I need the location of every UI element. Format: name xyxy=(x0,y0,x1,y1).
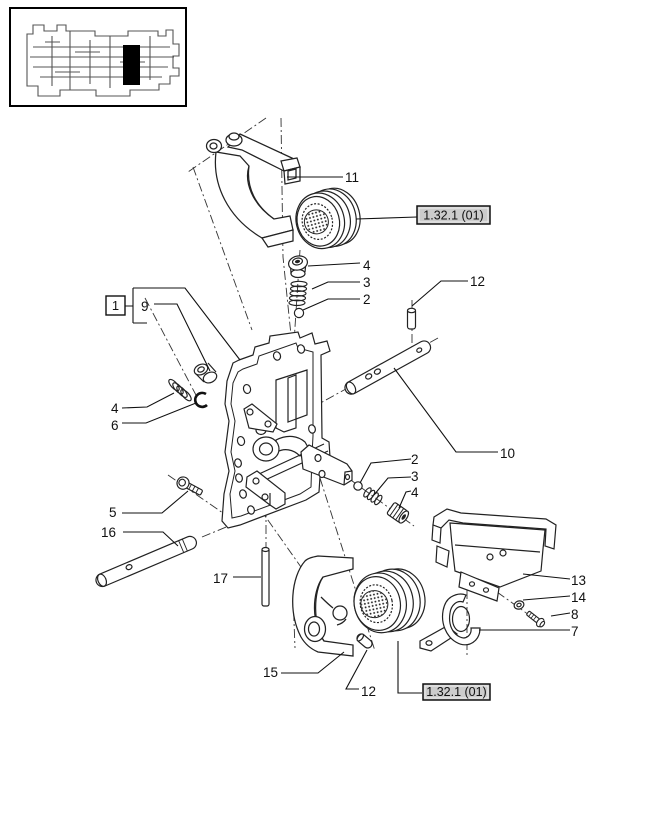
part-pin-bottom xyxy=(356,633,373,649)
reference-box-bottom[interactable]: 1.32.1 (01) xyxy=(422,683,491,701)
part-detent-ball-top xyxy=(293,307,305,319)
reference-box-top[interactable]: 1.32.1 (01) xyxy=(416,205,491,225)
callout-12-top[interactable]: 12 xyxy=(470,274,485,289)
highlighted-section xyxy=(123,45,140,85)
part-rod-17 xyxy=(261,546,270,607)
transmission-outline xyxy=(26,24,180,97)
callout-3-right[interactable]: 3 xyxy=(411,469,419,484)
part-snap-ring-6 xyxy=(193,391,208,409)
callout-3-top[interactable]: 3 xyxy=(363,275,371,290)
part-pin-top xyxy=(406,307,417,330)
part-detent-spring-top xyxy=(288,280,308,307)
callout-labels: 11 4 3 2 12 9 4 6 10 2 3 4 5 16 17 13 14… xyxy=(101,170,587,699)
part-sleeve-9 xyxy=(193,362,218,384)
part-bracket-13 xyxy=(431,508,557,602)
callout-12-bottom[interactable]: 12 xyxy=(361,684,376,699)
callout-2-top[interactable]: 2 xyxy=(363,292,371,307)
part-support-plate xyxy=(221,331,353,529)
part-spring-4-left xyxy=(168,378,192,402)
reference-label-top: 1.32.1 (01) xyxy=(423,209,483,223)
callout-14[interactable]: 14 xyxy=(571,590,587,605)
part-washer-14 xyxy=(513,600,525,610)
callout-7[interactable]: 7 xyxy=(571,624,579,639)
plate-wedge-right xyxy=(300,444,353,486)
callout-15[interactable]: 15 xyxy=(263,665,278,680)
callout-5[interactable]: 5 xyxy=(109,505,117,520)
callout-8[interactable]: 8 xyxy=(571,607,579,622)
callout-16[interactable]: 16 xyxy=(101,525,116,540)
part-detent-plug-right xyxy=(386,502,410,524)
callout-10[interactable]: 10 xyxy=(500,446,515,461)
part-shaft-10 xyxy=(344,340,432,395)
callout-6[interactable]: 6 xyxy=(111,418,119,433)
callout-4-left[interactable]: 4 xyxy=(111,401,119,416)
part-synchronizer-upper xyxy=(295,187,361,250)
part-rod-16 xyxy=(95,535,198,588)
part-clamp-7 xyxy=(419,593,481,652)
callout-17[interactable]: 17 xyxy=(213,571,228,586)
thumbnail-overview[interactable] xyxy=(9,7,187,107)
callout-11[interactable]: 11 xyxy=(345,170,359,185)
callout-2-right[interactable]: 2 xyxy=(411,452,419,467)
callout-4-top[interactable]: 4 xyxy=(363,258,371,273)
callout-9[interactable]: 9 xyxy=(141,299,149,314)
part-synchronizer-lower xyxy=(353,568,426,634)
part-screw-8 xyxy=(526,610,546,628)
group-reference-box[interactable]: 1 xyxy=(105,295,126,316)
part-shift-fork-lower xyxy=(292,555,354,657)
part-shift-fork-upper xyxy=(205,132,301,248)
callout-13[interactable]: 13 xyxy=(571,573,586,588)
part-detent-ball-right xyxy=(353,481,363,491)
reference-label-bottom: 1.32.1 (01) xyxy=(426,685,486,699)
callout-lines xyxy=(121,176,571,694)
part-detent-spring-right xyxy=(363,487,383,506)
group-reference-label: 1 xyxy=(112,298,119,313)
part-detent-plug-top xyxy=(287,255,309,279)
part-screw-5 xyxy=(176,476,203,496)
callout-4-right[interactable]: 4 xyxy=(411,485,419,500)
